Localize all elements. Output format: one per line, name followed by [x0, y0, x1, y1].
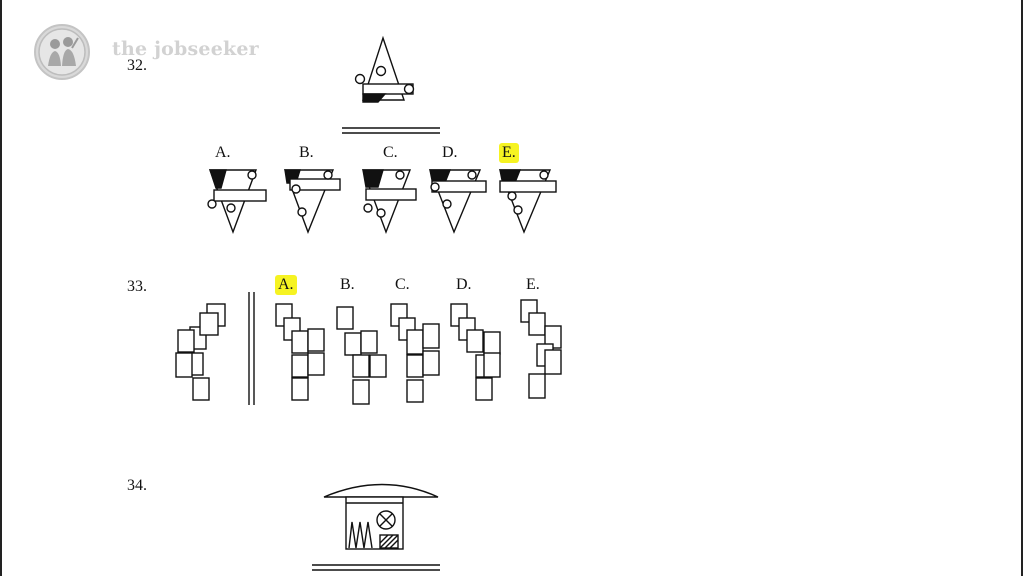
- left-border: [0, 0, 2, 576]
- q33-option-a-figure: [275, 303, 325, 401]
- q32-stem-figure: [354, 35, 415, 103]
- q32-option-d-label[interactable]: D.: [442, 144, 458, 161]
- q32-option-d-figure: [428, 169, 487, 234]
- q32-option-b-label[interactable]: B.: [299, 144, 314, 161]
- q32-option-a-figure: [207, 169, 267, 235]
- jobseeker-logo-icon: [34, 24, 90, 80]
- q33-option-a-label[interactable]: A.: [275, 275, 297, 295]
- q33-separator: [248, 292, 255, 405]
- q33-option-d-label[interactable]: D.: [456, 276, 472, 293]
- q32-option-c-figure: [361, 169, 417, 234]
- q33-option-b-figure: [336, 306, 387, 405]
- q32-option-c-label[interactable]: C.: [383, 144, 398, 161]
- q33-option-e-figure: [520, 299, 562, 399]
- question-33-number: 33.: [127, 278, 147, 295]
- q33-option-b-label[interactable]: B.: [340, 276, 355, 293]
- q32-option-e-label[interactable]: E.: [499, 143, 519, 163]
- q33-option-d-figure: [450, 303, 501, 401]
- q34-stem-figure: [323, 483, 439, 550]
- q34-separator: [312, 564, 440, 571]
- question-34-number: 34.: [127, 477, 147, 494]
- watermark-text: the jobseeker: [112, 38, 259, 60]
- q33-stem-figure: [175, 303, 226, 401]
- q33-option-c-label[interactable]: C.: [395, 276, 410, 293]
- question-32-number: 32.: [127, 57, 147, 74]
- q33-option-e-label[interactable]: E.: [526, 276, 540, 293]
- q32-option-a-label[interactable]: A.: [215, 144, 231, 161]
- q32-separator: [342, 127, 440, 134]
- right-border: [1021, 0, 1023, 576]
- q32-option-e-figure: [498, 169, 557, 234]
- q33-option-c-figure: [390, 303, 440, 403]
- q32-option-b-figure: [283, 169, 341, 234]
